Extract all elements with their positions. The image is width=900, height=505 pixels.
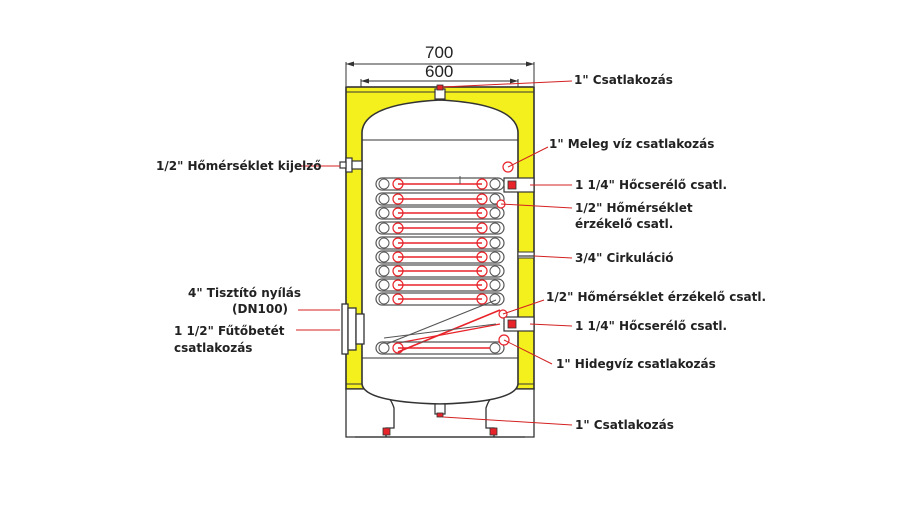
coil-left-bend-red (392, 251, 404, 263)
coil-right-bend-red (476, 193, 488, 205)
bottom-connection-stub (434, 403, 446, 418)
thermometer-fitting (339, 157, 363, 173)
coil-bottom-left-bend (378, 342, 390, 354)
coil-left-bend (378, 178, 390, 190)
coil-right-bend (489, 237, 501, 249)
label-cleaning-2: (DN100) (232, 302, 289, 316)
coil-left-bend-red (392, 279, 404, 291)
coil-left-bend (378, 265, 390, 277)
coil-left-bend (378, 237, 390, 249)
label-top-connection: 1" Csatlakozás (574, 73, 673, 87)
coil-diagonal-red (397, 309, 501, 353)
coil-diagonal-red-2 (397, 323, 501, 344)
label-heater-1: 1 1/2" Fűtőbetét (174, 324, 285, 338)
coil-right-bend-red (476, 237, 488, 249)
coil-right-bend (489, 293, 501, 305)
coil-tube-outline (375, 292, 505, 306)
leg-feet (382, 427, 498, 436)
coil-right-bend-red (476, 251, 488, 263)
label-cold-water: 1" Hidegvíz csatlakozás (556, 357, 716, 371)
coil-left-bend-red (392, 207, 404, 219)
coil-right-bend-red (476, 178, 488, 190)
cleaning-flange (341, 303, 365, 355)
heat-exchanger-coil (375, 176, 505, 355)
label-thermometer: 1/2" Hőmérséklet kijelző (156, 159, 322, 173)
coil-tube-outline (375, 250, 505, 264)
coil-right-bend-red (476, 265, 488, 277)
label-upper-sensor-1: 1/2" Hőmérséklet (575, 201, 693, 215)
coil-right-bend-red (476, 279, 488, 291)
dimension-inner: 600 (425, 62, 454, 81)
coil-left-bend-red (392, 222, 404, 234)
coil-right-bend (489, 279, 501, 291)
coil-tube-outline (375, 177, 505, 191)
label-heater-2: csatlakozás (174, 341, 253, 355)
coil-tube-outline (375, 192, 505, 206)
label-hot-water: 1" Meleg víz csatlakozás (549, 137, 715, 151)
dimension-arrows (346, 61, 534, 84)
coil-tube-outline (375, 236, 505, 250)
label-upper-sensor-2: érzékelő csatl. (575, 217, 674, 231)
coil-right-bend (489, 265, 501, 277)
label-circulation: 3/4" Cirkuláció (575, 251, 674, 265)
coil-left-bend (378, 279, 390, 291)
label-bottom-connection: 1" Csatlakozás (575, 418, 674, 432)
coil-tube-outline (375, 264, 505, 278)
coil-left-bend (378, 207, 390, 219)
coil-left-bend-red (392, 178, 404, 190)
label-lower-coil: 1 1/4" Hőcserélő csatl. (575, 319, 728, 333)
dimension-outer: 700 (425, 43, 454, 62)
coil-left-bend (378, 222, 390, 234)
coil-left-bend (378, 193, 390, 205)
label-cleaning-1: 4" Tisztító nyílás (188, 286, 302, 300)
top-connection-stub (434, 84, 446, 100)
dimension-lines (345, 62, 535, 92)
coil-left-bend (378, 251, 390, 263)
label-lower-sensor: 1/2" Hőmérséklet érzékelő csatl. (546, 290, 767, 304)
coil-diagonal-outline-2 (383, 323, 497, 339)
coil-left-bend-red (392, 293, 404, 305)
coil-right-bend (489, 178, 501, 190)
coil-right-bend (489, 207, 501, 219)
coil-bottom-outline (375, 341, 505, 355)
coil-bottom-right-bend (489, 342, 501, 354)
label-upper-coil: 1 1/4" Hőcserélő csatl. (575, 178, 728, 192)
leader-lines (296, 80, 573, 426)
lower-coil-stub (503, 316, 535, 332)
coil-left-bend (378, 293, 390, 305)
coil-left-bend-red (392, 237, 404, 249)
coil-tube-outline (375, 206, 505, 220)
circulation-stub (517, 251, 535, 259)
coil-tube-outline (375, 278, 505, 292)
coil-right-bend-red (476, 293, 488, 305)
coil-right-bend-red (476, 207, 488, 219)
coil-left-bend-red (392, 193, 404, 205)
coil-right-bend (489, 251, 501, 263)
coil-right-bend-red (476, 222, 488, 234)
coil-left-bend-red (392, 265, 404, 277)
upper-coil-stub (503, 177, 535, 193)
coil-diagonal-outline (383, 299, 497, 346)
coil-tube-outline (375, 221, 505, 235)
coil-right-bend (489, 222, 501, 234)
